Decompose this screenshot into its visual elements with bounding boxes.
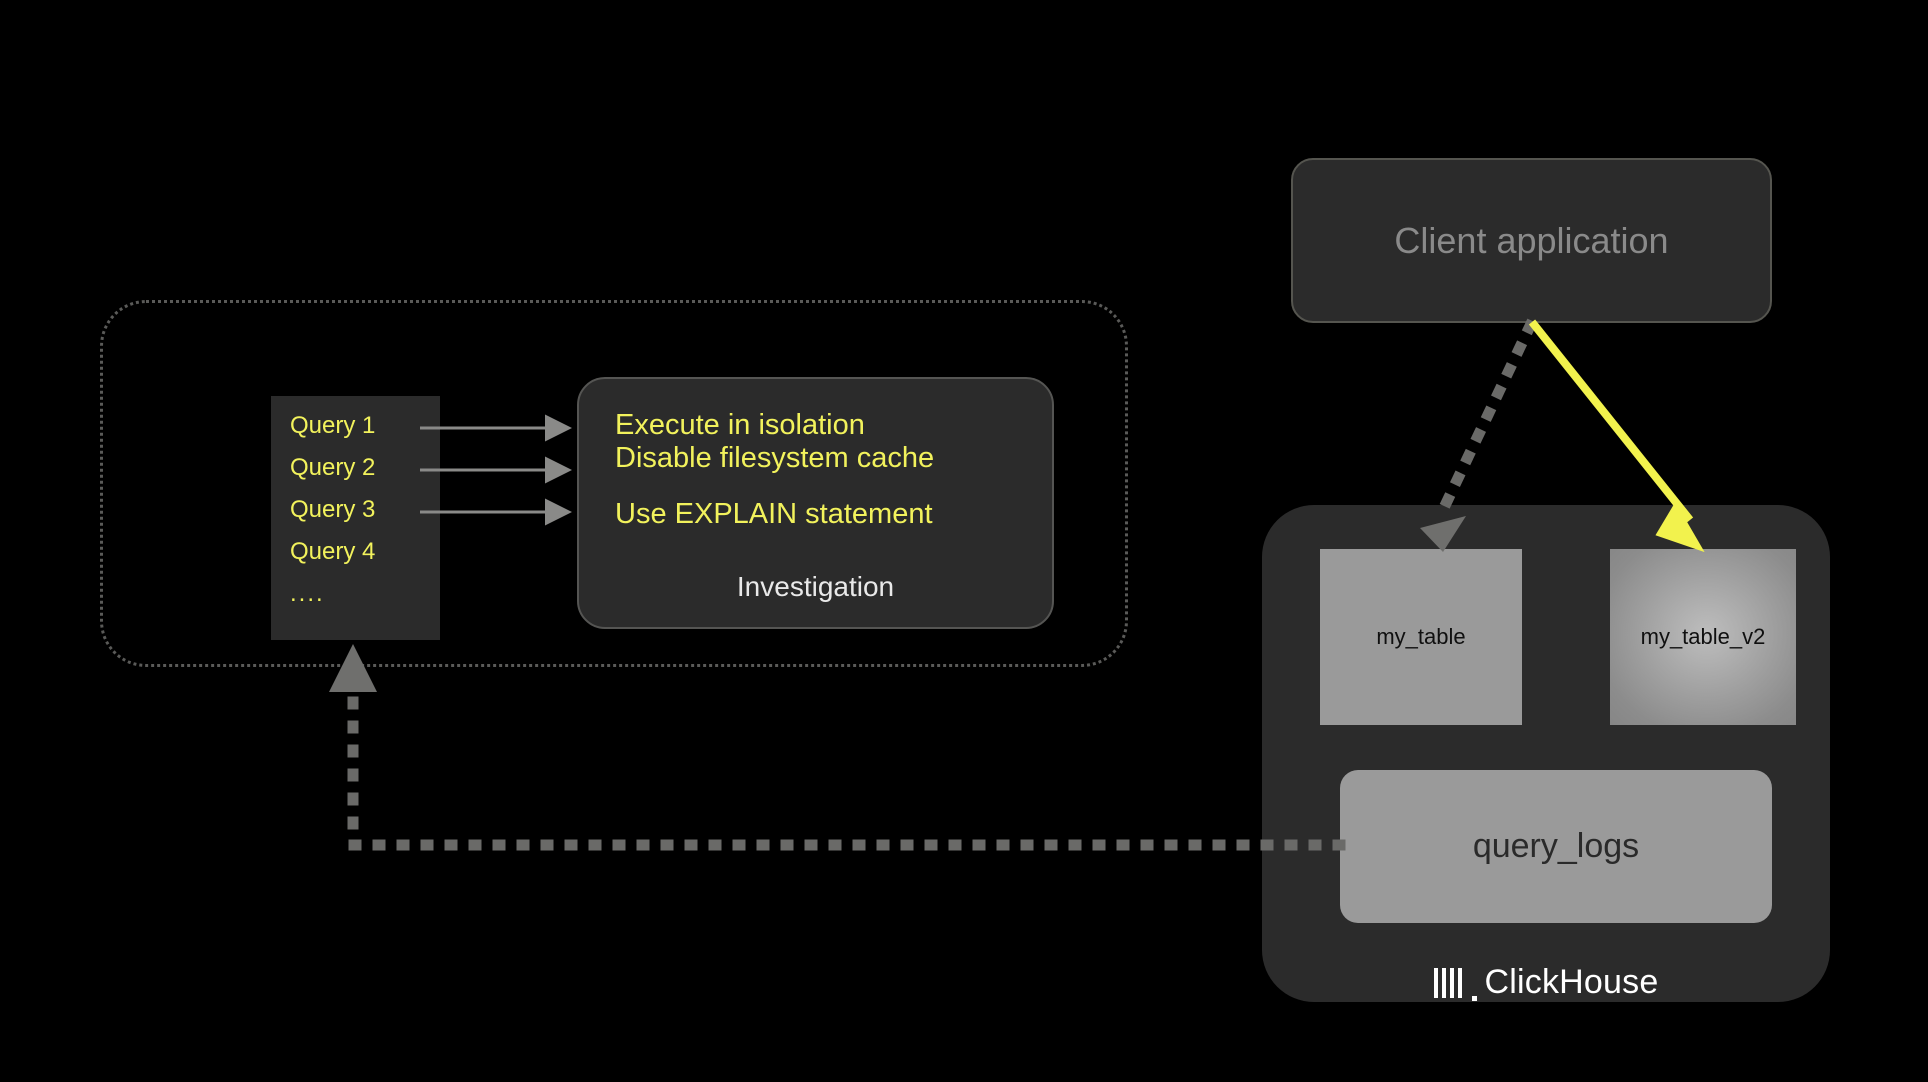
- connector-client-to-my-table-v2: [1528, 319, 1694, 523]
- table-node-my-table: my_table: [1320, 549, 1522, 725]
- investigation-step: Use EXPLAIN statement: [615, 497, 933, 530]
- list-item[interactable]: Query 3: [290, 496, 376, 523]
- connector-client-to-my-table: [1434, 318, 1538, 520]
- list-item-ellipsis: ....: [290, 580, 325, 607]
- list-item[interactable]: Query 4: [290, 538, 376, 565]
- investigation-title: Investigation: [736, 571, 895, 602]
- table-label: my_table_v2: [1640, 624, 1766, 649]
- investigation-step: Execute in isolation: [615, 409, 865, 441]
- list-item[interactable]: Query 1: [290, 412, 376, 439]
- client-application-node: Client application: [1291, 158, 1772, 323]
- list-item[interactable]: Query 2: [290, 454, 376, 481]
- query-logs-label: query_logs: [1472, 827, 1640, 865]
- investigation-panel: Execute in isolation Disable filesystem …: [577, 377, 1054, 629]
- query-logs-node: query_logs: [1340, 770, 1772, 923]
- investigation-step: Disable filesystem cache: [615, 442, 935, 475]
- connector-query-logs-to-query-list: [347, 666, 1346, 851]
- clickhouse-wordmark: ClickHouse: [1484, 963, 1659, 1001]
- client-application-label: Client application: [1394, 219, 1669, 261]
- spacer: [615, 476, 1052, 498]
- investigation-region: [100, 300, 1128, 667]
- table-node-my-table-v2: my_table_v2: [1610, 549, 1796, 725]
- query-list-panel: Query 1 Query 2 Query 3 Query 4 ....: [271, 396, 440, 640]
- clickhouse-bars-icon: [1433, 967, 1462, 998]
- clickhouse-dot-icon: [1471, 996, 1477, 1001]
- clickhouse-brand: ClickHouse: [1262, 963, 1830, 1002]
- table-label: my_table: [1376, 624, 1466, 649]
